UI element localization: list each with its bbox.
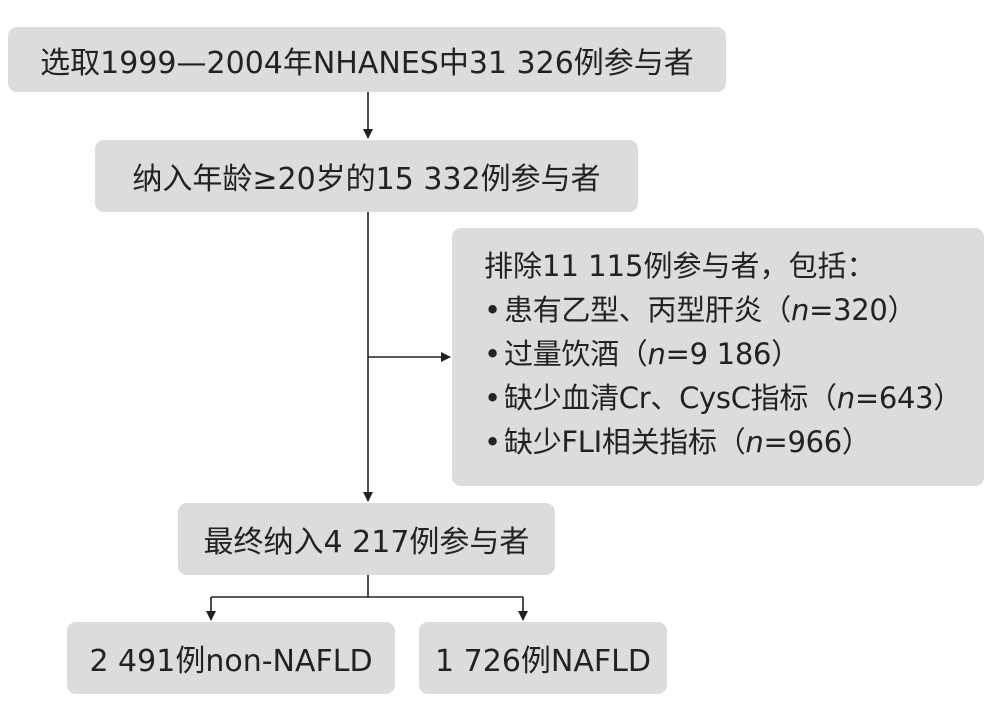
- exclusion-item-hepatitis: 患有乙型、丙型肝炎（n=320）: [484, 288, 984, 332]
- final-box: 最终纳入4 217例参与者: [178, 503, 555, 575]
- age-filter-text: 纳入年龄≥20岁的15 332例参与者: [132, 162, 601, 197]
- nafld-box: 1 726例NAFLD: [419, 622, 667, 694]
- start-box: 选取1999—2004年NHANES中31 326例参与者: [8, 27, 726, 92]
- non-nafld-text: 2 491例non-NAFLD: [89, 644, 373, 679]
- non-nafld-box: 2 491例non-NAFLD: [67, 622, 395, 694]
- final-text: 最终纳入4 217例参与者: [203, 525, 530, 560]
- age-filter-box: 纳入年龄≥20岁的15 332例参与者: [95, 140, 638, 212]
- exclusion-heading: 排除11 115例参与者，包括：: [484, 249, 876, 283]
- exclusion-item-alcohol: 过量饮酒（n=9 186）: [484, 332, 984, 376]
- exclusion-box: 排除11 115例参与者，包括： 患有乙型、丙型肝炎（n=320） 过量饮酒（n…: [452, 228, 984, 486]
- start-text: 选取1999—2004年NHANES中31 326例参与者: [40, 45, 694, 81]
- nafld-text: 1 726例NAFLD: [435, 644, 651, 679]
- exclusion-item-missing-cr-cysc: 缺少血清Cr、CysC指标（n=643）: [484, 376, 984, 420]
- exclusion-list: 患有乙型、丙型肝炎（n=320） 过量饮酒（n=9 186） 缺少血清Cr、Cy…: [484, 288, 984, 464]
- exclusion-item-missing-fli: 缺少FLI相关指标（n=966）: [484, 420, 984, 464]
